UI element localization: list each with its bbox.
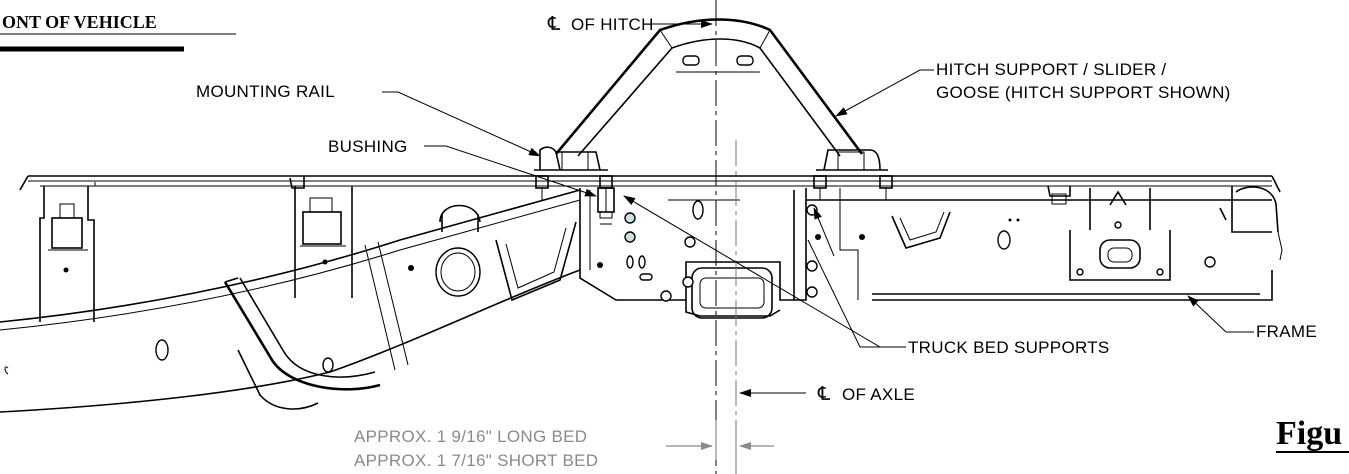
spring-hanger (223, 277, 381, 410)
rail-end-right (1219, 186, 1283, 261)
cl-of-axle-label: OF AXLE (842, 385, 915, 404)
bed-support-right (1047, 185, 1171, 281)
bushing-label: BUSHING (328, 137, 408, 156)
callout-frame: FRAME (1187, 295, 1317, 341)
callout-cl-of-axle: ℄ OF AXLE (739, 384, 915, 405)
hitch-support-label-line1: HITCH SUPPORT / SLIDER / (936, 60, 1166, 79)
cl-of-hitch-label: OF HITCH (571, 15, 654, 34)
mounting-rail-label: MOUNTING RAIL (196, 82, 335, 101)
truck-bed-supports-label: TRUCK BED SUPPORTS (908, 338, 1110, 357)
bed-support-left-2 (289, 176, 353, 298)
long-bed-label: APPROX. 1 9/16" LONG BED (354, 427, 587, 446)
callout-mounting-rail: MOUNTING RAIL (196, 82, 541, 157)
hitch-support-label-line2: GOOSE (HITCH SUPPORT SHOWN) (936, 83, 1231, 102)
center-frame-bracket (579, 188, 865, 319)
front-of-vehicle-label: ONT OF VEHICLE (2, 12, 157, 32)
hitch-support (534, 18, 893, 212)
dimension-bed-offset: APPROX. 1 9/16" LONG BED APPROX. 1 7/16"… (354, 420, 774, 470)
mounting-rail (19, 175, 1281, 193)
figure-label: Figu (1276, 415, 1342, 452)
callout-truck-bed-supports: TRUCK BED SUPPORTS (623, 195, 1110, 357)
centerline-symbol-icon: ℄ (817, 384, 831, 405)
callout-cl-of-hitch: ℄ OF HITCH (547, 14, 713, 35)
frame-rail-diagonal (0, 189, 603, 413)
short-bed-label: APPROX. 1 7/16" SHORT BED (354, 451, 598, 470)
frame-label: FRAME (1256, 322, 1317, 341)
callout-bushing: BUSHING (328, 137, 597, 197)
left-fragment (4, 366, 9, 375)
crossmember-left (495, 221, 577, 302)
frame-right (806, 188, 1273, 301)
centerline-symbol-icon: ℄ (547, 14, 561, 35)
bed-support-left-1 (39, 186, 95, 322)
bushing (597, 187, 615, 225)
callout-hitch-support: HITCH SUPPORT / SLIDER / GOOSE (HITCH SU… (835, 60, 1231, 117)
